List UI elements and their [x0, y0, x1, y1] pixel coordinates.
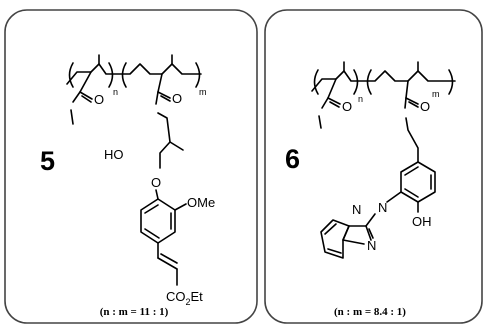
- atom-label: O: [420, 99, 430, 114]
- structure-5-atom-labels: O n O m HO O OMe CO2Et: [94, 87, 215, 307]
- ratio-label: (n : m = 8.4 : 1): [334, 306, 406, 318]
- panel-compound-6: O n O m N N N OH 6 (n : m = 8.4 : 1): [264, 9, 483, 324]
- atom-label: N: [378, 200, 387, 215]
- structure-6-bonds: [311, 61, 456, 259]
- structure-6-atom-labels: O n O m N N N OH: [342, 89, 440, 253]
- atom-label: O: [172, 91, 182, 106]
- panel-6-frame: [264, 9, 483, 324]
- atom-label: HO: [104, 147, 124, 162]
- panel-5-frame: [4, 9, 258, 324]
- atom-label: O: [94, 92, 104, 107]
- atom-label: N: [367, 238, 376, 253]
- atom-label: N: [352, 202, 361, 217]
- ratio-label: (n : m = 11 : 1): [100, 306, 169, 318]
- structure-5-bonds: [66, 54, 202, 286]
- atom-label: O: [151, 175, 161, 190]
- repeat-label-n: n: [358, 94, 363, 104]
- compound-number: 6: [285, 144, 300, 174]
- atom-label: OH: [412, 214, 432, 229]
- atom-label: O: [342, 99, 352, 114]
- repeat-label-m: m: [432, 89, 440, 99]
- atom-label: OMe: [187, 195, 215, 210]
- repeat-label-m: m: [199, 87, 207, 97]
- repeat-label-n: n: [113, 87, 118, 97]
- ester-group-label: CO2Et: [166, 289, 203, 307]
- compound-number: 5: [40, 146, 55, 176]
- panel-compound-5: O n O m HO O OMe CO2Et 5 (n : m = 11 : 1…: [4, 9, 258, 324]
